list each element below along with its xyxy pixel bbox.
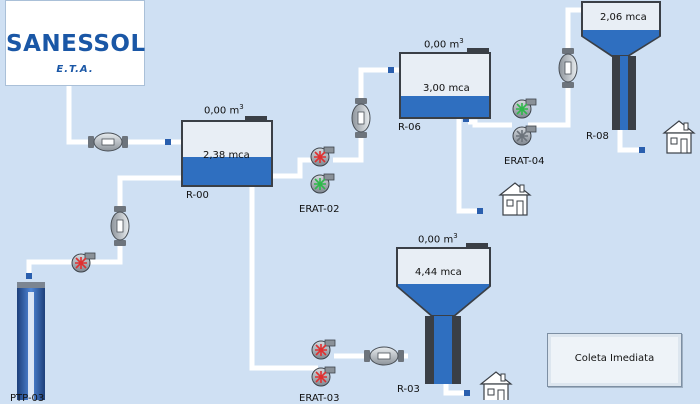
pipe-joint bbox=[477, 208, 483, 214]
coleta-imediata-button[interactable]: Coleta Imediata bbox=[547, 333, 682, 387]
pipe-joint bbox=[388, 67, 394, 73]
tank-r06-water bbox=[401, 96, 489, 117]
station-erat03-label: ERAT-03 bbox=[299, 393, 340, 404]
pump-erat03-a bbox=[311, 339, 336, 360]
station-erat04-label: ERAT-04 bbox=[504, 156, 545, 167]
tank-r08-label: R-08 bbox=[586, 131, 609, 142]
tank-r06-lid-hatch bbox=[467, 48, 489, 53]
pump-erat02-b bbox=[310, 173, 335, 194]
tank-r03-label: R-03 bbox=[397, 384, 420, 395]
tank-r00-level: 2,38 mca bbox=[203, 150, 250, 161]
pipe-joint bbox=[639, 147, 645, 153]
house-icon bbox=[479, 371, 513, 400]
ptp-03-column bbox=[17, 282, 45, 400]
tank-r03-leg-left bbox=[425, 316, 434, 384]
tank-r08-leg-left bbox=[612, 56, 620, 130]
tank-r00-volume: 0,00 m3 bbox=[204, 103, 244, 117]
pipe-r06-to-erat04 bbox=[468, 119, 512, 128]
house-icon bbox=[662, 120, 696, 154]
tank-r03 bbox=[396, 243, 491, 384]
tank-r00-water bbox=[183, 157, 271, 185]
pump-erat04-a bbox=[512, 98, 537, 119]
coleta-imediata-button-label: Coleta Imediata bbox=[574, 353, 655, 364]
tank-r00 bbox=[181, 116, 273, 187]
pump-erat03-b bbox=[311, 366, 336, 387]
tank-r03-level: 4,44 mca bbox=[415, 267, 462, 278]
pump-erat02-a bbox=[310, 146, 335, 167]
pipe-r08-to-house bbox=[617, 128, 640, 153]
flow-meter-5 bbox=[364, 346, 404, 366]
flow-meter-3 bbox=[351, 98, 371, 138]
tank-r08-water bbox=[583, 34, 659, 55]
station-ptp03-label: PTP-03 bbox=[10, 393, 45, 404]
pipe-joint bbox=[26, 273, 32, 279]
pipe-r00-to-erat02 bbox=[272, 157, 317, 179]
tank-r06-label: R-06 bbox=[398, 122, 421, 133]
flow-meter-2 bbox=[110, 206, 130, 246]
tank-r08-level: 2,06 mca bbox=[600, 12, 647, 23]
tank-r06-level: 3,00 mca bbox=[423, 83, 470, 94]
tank-r03-lid-hatch bbox=[466, 243, 488, 248]
tank-r00-label: R-00 bbox=[186, 190, 209, 201]
tank-r03-leg-right bbox=[452, 316, 461, 384]
pump-ptp bbox=[71, 252, 96, 273]
pump-erat04-b bbox=[512, 125, 537, 146]
tank-r08 bbox=[581, 1, 661, 130]
pipe-r06-to-house bbox=[456, 118, 478, 214]
pipe-joint bbox=[464, 390, 470, 396]
flow-meter-1 bbox=[88, 132, 128, 152]
house-icon bbox=[498, 182, 532, 216]
pipe-joint bbox=[165, 139, 171, 145]
tank-r06-volume: 0,00 m3 bbox=[424, 37, 464, 51]
company-logo: SANESSOL E.T.A. bbox=[5, 0, 145, 86]
pipe-r03-to-house bbox=[443, 382, 465, 396]
tank-r03-riser bbox=[434, 316, 452, 384]
logo-name: SANESSOL bbox=[6, 31, 146, 57]
pipe-r00-to-erat03 bbox=[249, 186, 318, 371]
tank-r00-lid-hatch bbox=[245, 116, 267, 121]
flow-meter-4 bbox=[558, 48, 578, 88]
pipe-logo-to-r00 bbox=[66, 84, 182, 145]
station-erat02-label: ERAT-02 bbox=[299, 204, 340, 215]
logo-subtitle: E.T.A. bbox=[56, 64, 94, 75]
tank-r08-leg-right bbox=[628, 56, 636, 130]
ptp-03-cap bbox=[17, 282, 45, 288]
tank-r03-volume: 0,00 m3 bbox=[418, 232, 458, 246]
ptp-03-inner-pipe bbox=[28, 292, 34, 400]
tank-r08-riser bbox=[620, 56, 628, 130]
tank-r06 bbox=[399, 48, 491, 119]
tank-r08-water-top bbox=[583, 30, 659, 36]
tank-r03-water bbox=[398, 284, 489, 315]
pipe-ptp-to-r00 bbox=[26, 175, 182, 277]
